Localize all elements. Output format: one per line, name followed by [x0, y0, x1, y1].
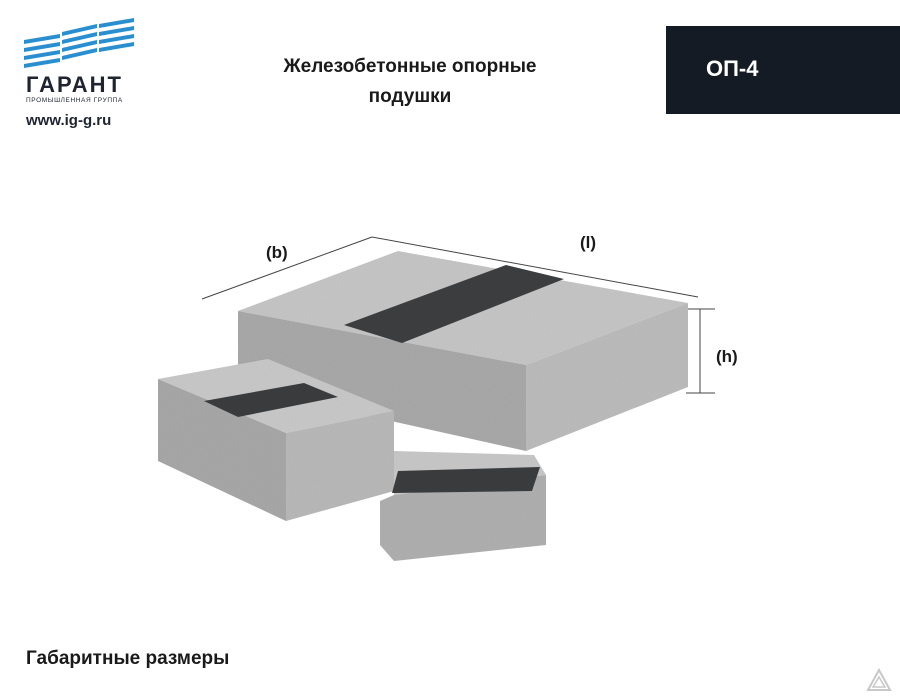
- title-line-1: Железобетонные опорные: [283, 56, 537, 77]
- triangle-logo-icon: [866, 668, 892, 691]
- small-pad-left-plate: [204, 383, 338, 417]
- product-code-box: ОП-4: [666, 26, 900, 114]
- company-logo: [22, 18, 142, 128]
- dimension-lines: [201, 236, 715, 394]
- brand-name: ГАРАНТ: [26, 72, 123, 97]
- dimensions-heading: Габаритные размеры: [26, 648, 230, 669]
- small-pad-right-plate: [392, 467, 540, 493]
- dimension-label-width: (b): [266, 243, 288, 262]
- product-code: ОП-4: [706, 56, 759, 81]
- dimension-label-height: (h): [716, 347, 738, 366]
- website-link[interactable]: www.ig-g.ru: [26, 112, 112, 129]
- brand-subtitle: промышленная группа: [26, 97, 123, 104]
- support-pads-illustration: [158, 236, 715, 561]
- large-pad-plate: [344, 265, 564, 343]
- title-line-2: подушки: [368, 86, 452, 107]
- dimension-label-length: (l): [580, 233, 597, 252]
- building-stripes-logo-icon: [24, 18, 134, 68]
- small-pad-right: [380, 451, 546, 561]
- page-title: Железобетонные опорные подушки: [240, 52, 580, 112]
